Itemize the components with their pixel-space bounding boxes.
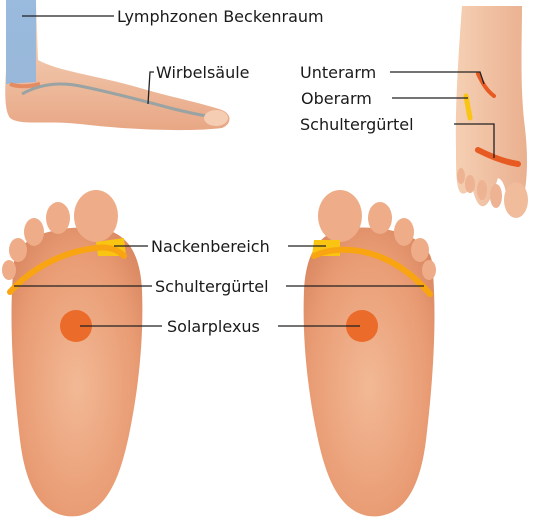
label-spine: Wirbelsäule xyxy=(156,63,250,82)
left-sole xyxy=(2,190,142,516)
right-toe-4 xyxy=(411,238,429,262)
right-sole xyxy=(304,190,436,516)
top-toe-3 xyxy=(477,180,487,200)
left-toe-4 xyxy=(9,238,27,262)
leg-blue-overlay xyxy=(6,0,36,84)
top-toe-2 xyxy=(490,184,502,208)
top-big-toe xyxy=(504,182,528,218)
left-big-toe xyxy=(74,190,118,242)
label-shoulder-top: Schultergürtel xyxy=(300,115,414,134)
left-toe-3 xyxy=(24,218,44,246)
top-view-foot xyxy=(456,6,528,218)
label-forearm: Unterarm xyxy=(300,63,376,82)
left-toe-2 xyxy=(46,202,70,234)
top-toe-4 xyxy=(465,175,475,193)
right-toe-5 xyxy=(422,260,436,280)
label-lymph: Lymphzonen Beckenraum xyxy=(117,7,324,26)
right-toe-3 xyxy=(394,218,414,246)
pelvic-zone-line xyxy=(10,84,40,86)
right-toe-2 xyxy=(368,202,392,234)
label-neck: Nackenbereich xyxy=(151,237,270,256)
big-toe-tip xyxy=(204,110,228,126)
label-shoulder-sole: Schultergürtel xyxy=(155,277,269,296)
label-solar: Solarplexus xyxy=(167,317,260,336)
label-upperarm: Oberarm xyxy=(301,89,372,108)
right-sole-body xyxy=(304,227,435,516)
right-big-toe xyxy=(318,190,362,242)
left-toe-5 xyxy=(2,260,16,280)
top-toe-5 xyxy=(457,168,465,184)
